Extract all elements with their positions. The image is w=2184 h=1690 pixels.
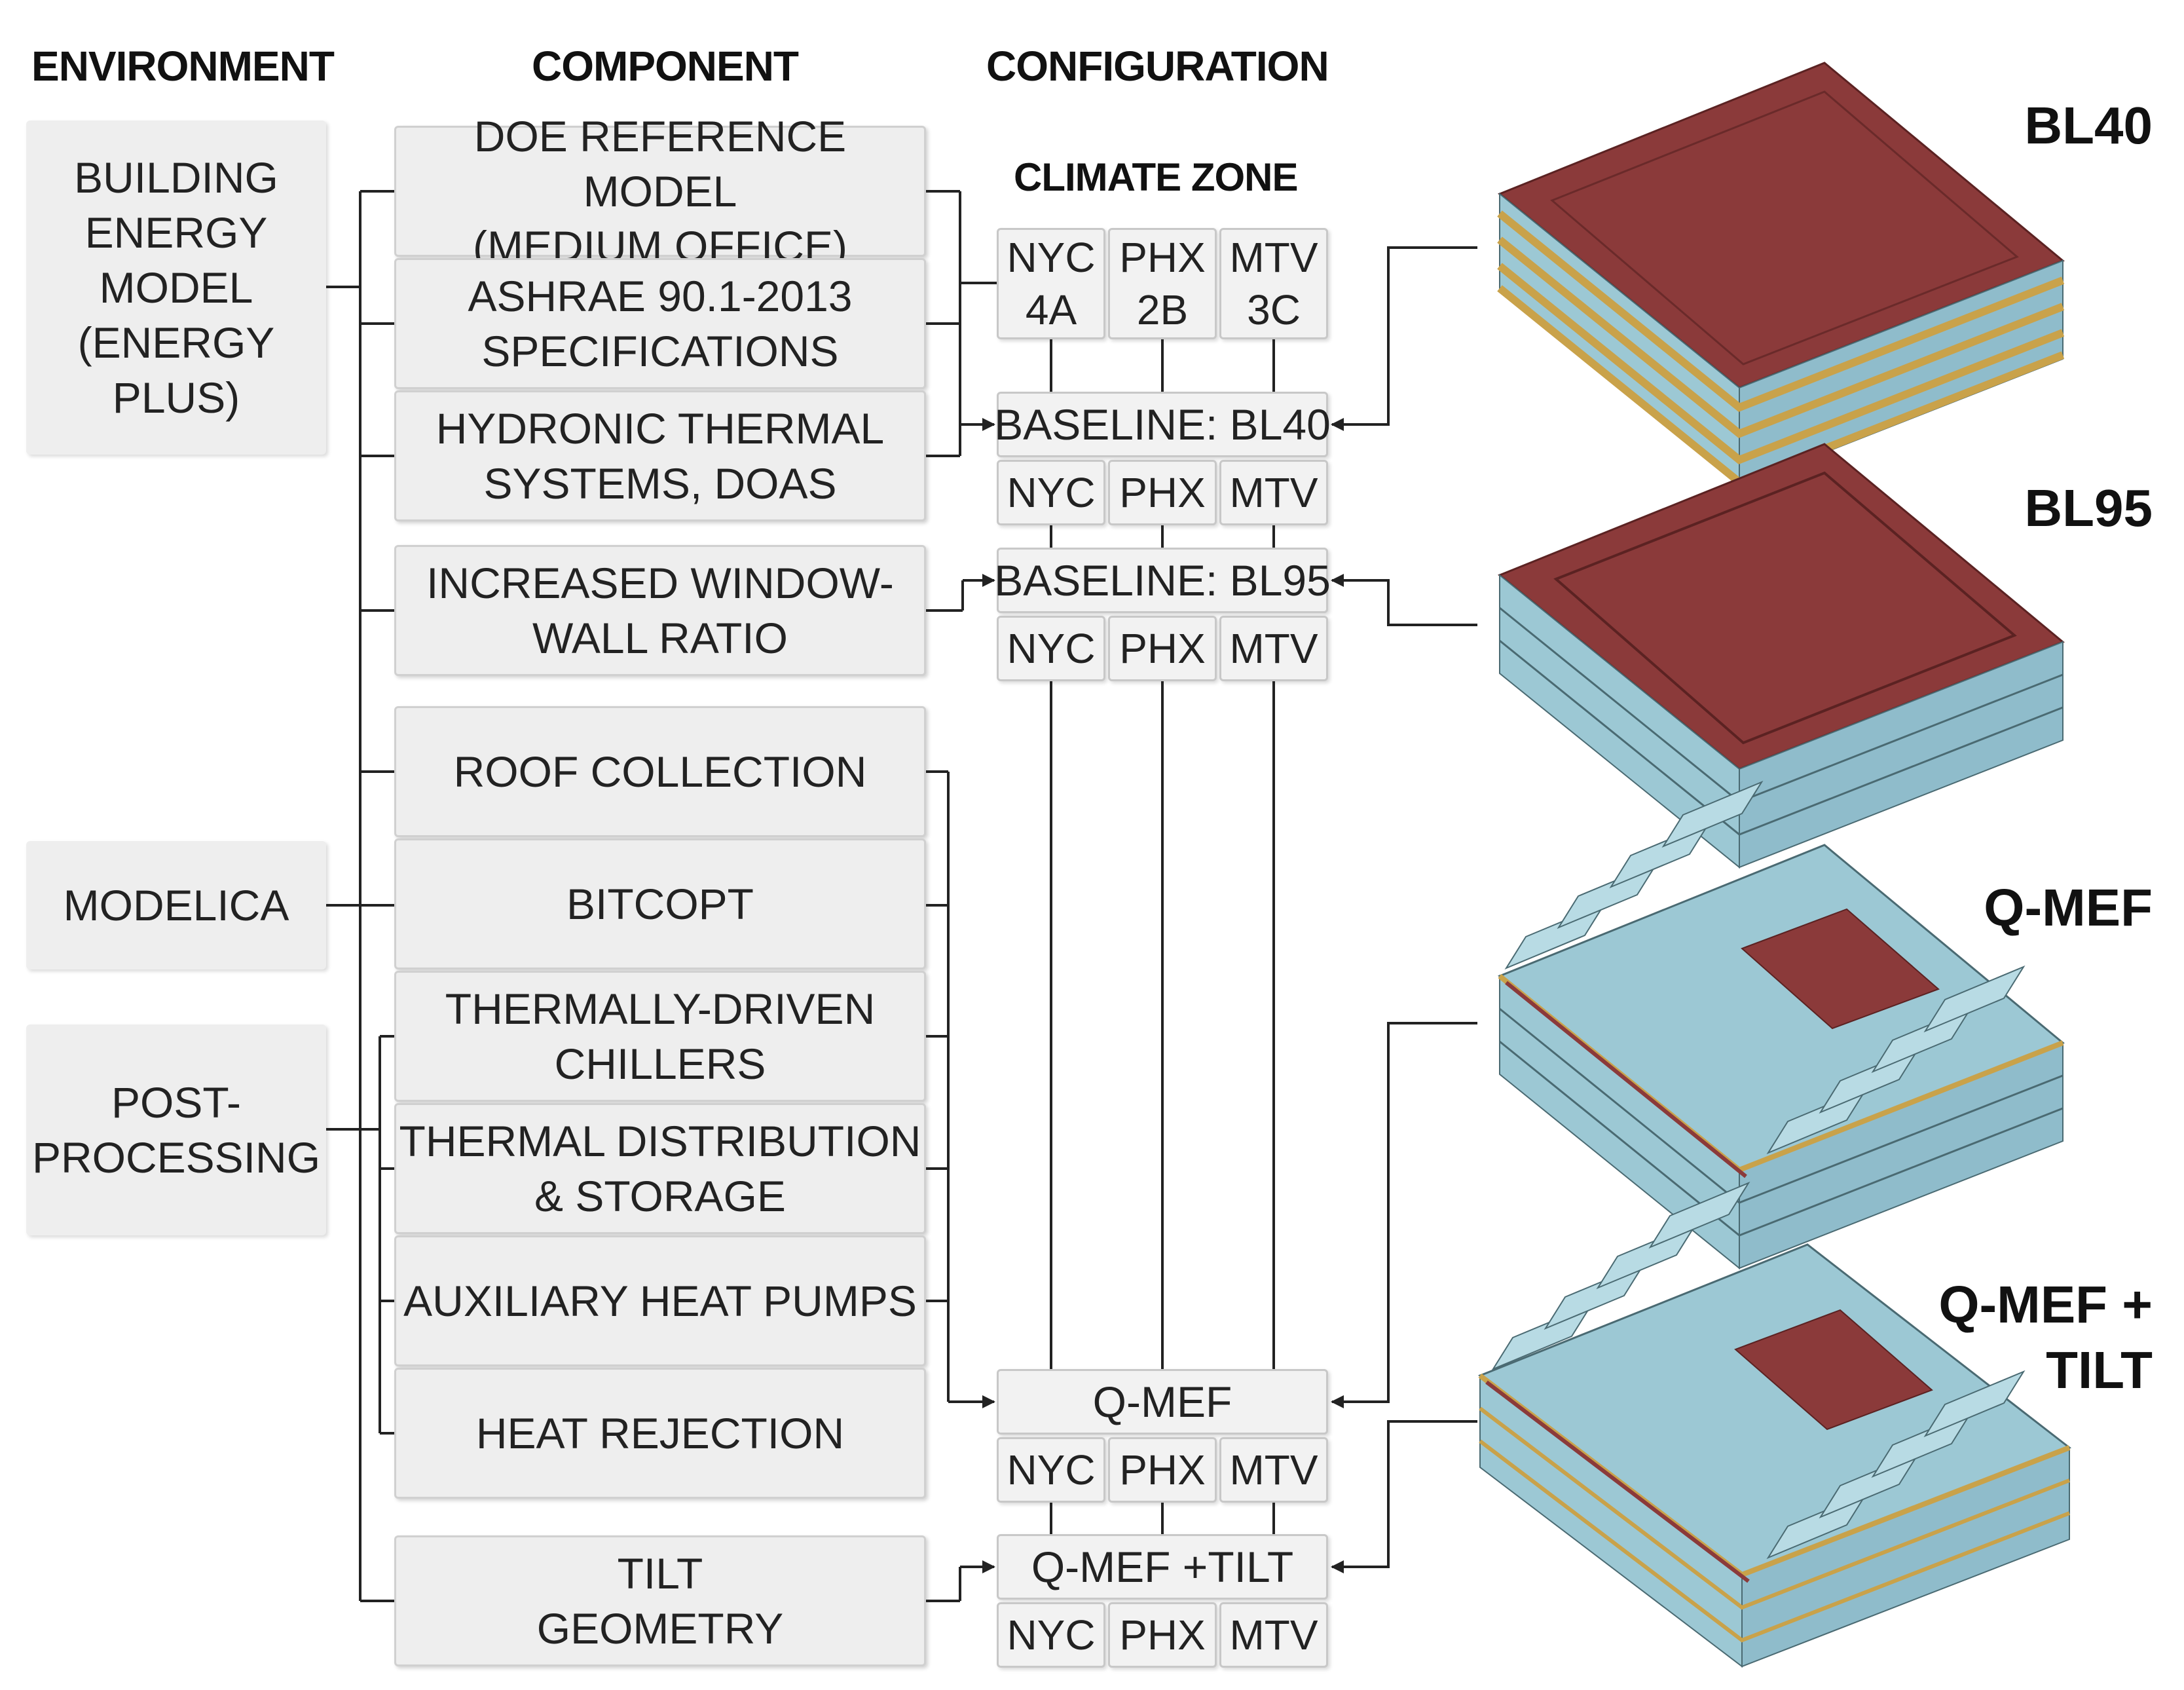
- city-cell-nyc: NYC: [997, 460, 1105, 525]
- city-cell-mtv: MTV: [1219, 460, 1328, 525]
- climate-zone-group: NYC 4A PHX 2B MTV 3C: [997, 228, 1328, 339]
- climate-zone-nyc: NYC 4A: [997, 228, 1105, 339]
- city-cell-phx: PHX: [1108, 1437, 1217, 1503]
- environment-connectors: [326, 190, 394, 1602]
- component-thermal-distribution-storage: THERMAL DISTRIBUTION & STORAGE: [394, 1103, 926, 1234]
- arrow-q-mef-tilt-model: [1331, 1420, 1477, 1573]
- city-cell-nyc: NYC: [997, 616, 1105, 681]
- climate-zone-phx: PHX 2B: [1108, 228, 1217, 339]
- city-cell-mtv: MTV: [1219, 616, 1328, 681]
- arrow-bl95-model: [1331, 574, 1477, 626]
- climate-zone-row: NYC 4A PHX 2B MTV 3C: [997, 228, 1328, 339]
- building-bl40: [1497, 62, 2065, 488]
- env-post-processing: POST- PROCESSING: [26, 1024, 326, 1235]
- building-bl95: [1498, 443, 2065, 869]
- component-connectors: [926, 190, 997, 1602]
- config-city-row: NYC PHX MTV: [997, 460, 1328, 525]
- building-q-mef-tilt: [1477, 1181, 2072, 1668]
- component-increased-window-wall-ratio: INCREASED WINDOW- WALL RATIO: [394, 545, 926, 676]
- config-q-mef-tilt: Q-MEF +TILT NYC PHX MTV: [997, 1534, 1328, 1668]
- component-tilt-geometry: TILT GEOMETRY: [394, 1535, 926, 1666]
- config-city-row: NYC PHX MTV: [997, 1602, 1328, 1668]
- model-label-q-mef-tilt: Q-MEF + TILT: [1938, 1275, 2153, 1399]
- city-cell-nyc: NYC: [997, 1437, 1105, 1503]
- component-thermally-driven-chillers: THERMALLY-DRIVEN CHILLERS: [394, 971, 926, 1102]
- header-environment: ENVIRONMENT: [31, 43, 335, 90]
- component-auxiliary-heat-pumps: AUXILIARY HEAT PUMPS: [394, 1235, 926, 1366]
- city-cell-phx: PHX: [1108, 616, 1217, 681]
- config-title: BASELINE: BL40: [994, 392, 1331, 457]
- city-trunk-lines: [1050, 339, 1275, 1534]
- model-label-bl40: BL40: [2024, 96, 2153, 155]
- config-q-mef: Q-MEF NYC PHX MTV: [997, 1369, 1328, 1503]
- config-title: Q-MEF +TILT: [997, 1534, 1328, 1600]
- config-baseline-bl95: BASELINE: BL95 NYC PHX MTV: [994, 548, 1331, 681]
- city-cell-mtv: MTV: [1219, 1602, 1328, 1668]
- model-label-q-mef: Q-MEF: [1984, 878, 2153, 937]
- component-roof-collection: ROOF COLLECTION: [394, 706, 926, 837]
- component-ashrae-specifications: ASHRAE 90.1-2013 SPECIFICATIONS: [394, 258, 926, 389]
- model-arrows: [1331, 246, 1477, 1573]
- building-q-mef: [1498, 780, 2065, 1270]
- model-label-bl95: BL95: [2024, 479, 2153, 537]
- env-modelica: MODELICA: [26, 841, 326, 969]
- component-heat-rejection: HEAT REJECTION: [394, 1368, 926, 1499]
- config-baseline-bl40: BASELINE: BL40 NYC PHX MTV: [994, 392, 1331, 525]
- header-component: COMPONENT: [532, 43, 799, 90]
- config-city-row: NYC PHX MTV: [997, 616, 1328, 681]
- city-cell-phx: PHX: [1108, 1602, 1217, 1668]
- env-energy-plus: BUILDING ENERGY MODEL (ENERGY PLUS): [26, 121, 326, 455]
- config-title: BASELINE: BL95: [994, 548, 1331, 613]
- city-cell-nyc: NYC: [997, 1602, 1105, 1668]
- component-bitcopt: BITCOPT: [394, 838, 926, 969]
- climate-zone-mtv: MTV 3C: [1219, 228, 1328, 339]
- city-cell-phx: PHX: [1108, 460, 1217, 525]
- header-configuration: CONFIGURATION: [986, 43, 1329, 90]
- config-city-row: NYC PHX MTV: [997, 1437, 1328, 1503]
- arrow-bl40-model: [1331, 246, 1477, 431]
- component-hydronic-thermal-systems: HYDRONIC THERMAL SYSTEMS, DOAS: [394, 390, 926, 521]
- arrow-q-mef-model: [1331, 1022, 1477, 1408]
- header-climate-zone: CLIMATE ZONE: [1014, 155, 1299, 199]
- config-title: Q-MEF: [997, 1369, 1328, 1435]
- city-cell-mtv: MTV: [1219, 1437, 1328, 1503]
